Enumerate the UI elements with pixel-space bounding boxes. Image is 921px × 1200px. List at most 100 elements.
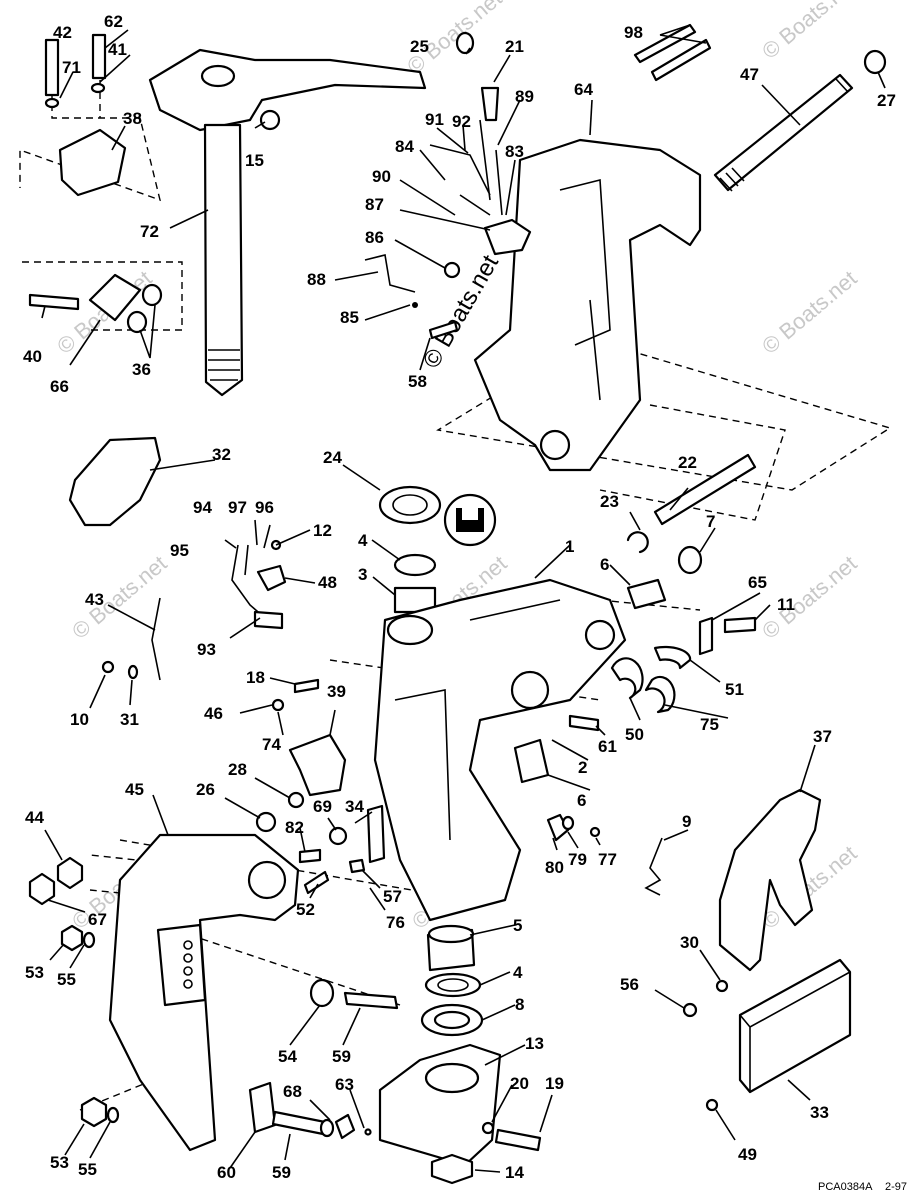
- part-label: 77: [598, 850, 617, 869]
- part-label: 68: [283, 1082, 302, 1101]
- screw: [412, 302, 418, 308]
- part-label: 61: [598, 737, 617, 756]
- bushing: [393, 553, 437, 577]
- watermark-text: © Boats.net: [67, 551, 171, 644]
- part-label: 50: [625, 725, 644, 744]
- washer: [141, 283, 163, 307]
- part-label: 55: [78, 1160, 97, 1179]
- part-label: 40: [23, 347, 42, 366]
- bolt: [28, 293, 80, 311]
- part-label: 89: [515, 87, 534, 106]
- housing-boss: [386, 614, 434, 646]
- part-label: 2: [578, 758, 587, 777]
- part-label: 10: [70, 710, 89, 729]
- dashed-outline: [22, 261, 183, 331]
- part-label: 74: [262, 735, 281, 754]
- steering-arm-assembly: [28, 33, 427, 397]
- part-label: 63: [335, 1075, 354, 1094]
- steering-arm: [148, 48, 427, 132]
- screw: [589, 826, 601, 838]
- part-label: 30: [680, 933, 699, 952]
- part-label: 88: [307, 270, 326, 289]
- dashed-outline: [599, 404, 786, 521]
- steering-tube: [203, 123, 244, 397]
- part-labels: 1 2 3 4 4 5 6 6 7 8 9 10 11 12 13 14 15 …: [23, 12, 896, 1182]
- bolt: [723, 616, 757, 634]
- washer: [127, 664, 139, 680]
- part-label: 66: [50, 377, 69, 396]
- bracket: [366, 804, 386, 864]
- part-label: 96: [255, 498, 274, 517]
- bushing-top: [427, 924, 475, 944]
- lever: [364, 254, 416, 293]
- tilt-switch: [483, 218, 532, 256]
- swivel-bracket: [473, 138, 702, 472]
- bracket-rib: [559, 178, 611, 401]
- part-label: 72: [140, 222, 159, 241]
- screw: [705, 1098, 719, 1112]
- grease-fitting: [480, 86, 500, 122]
- washer: [328, 826, 348, 846]
- part-label: 37: [813, 727, 832, 746]
- washer: [561, 815, 575, 831]
- part-label: 41: [108, 40, 127, 59]
- lower-mount: [378, 1043, 502, 1167]
- part-label: 33: [810, 1103, 829, 1122]
- part-label: 4: [513, 963, 523, 982]
- screw: [428, 320, 459, 340]
- lock-tab: [334, 1113, 356, 1140]
- part-label: 42: [53, 23, 72, 42]
- bushing: [513, 738, 550, 784]
- watermark-text: © Boats.net: [757, 266, 861, 359]
- washer: [126, 310, 148, 334]
- part-label: 21: [505, 37, 524, 56]
- bolt: [494, 1128, 542, 1152]
- part-label: 80: [545, 858, 564, 877]
- part-label: 84: [395, 137, 414, 156]
- washer: [44, 97, 60, 109]
- adjust-hole: [183, 940, 193, 950]
- part-label: 4: [358, 531, 368, 550]
- wire: [429, 119, 503, 216]
- part-label: 75: [700, 715, 719, 734]
- washer: [82, 931, 96, 949]
- thrust-washer: [424, 972, 482, 998]
- part-label: 43: [85, 590, 104, 609]
- part-label: 19: [545, 1074, 564, 1093]
- nut: [287, 791, 305, 809]
- part-label: 3: [358, 565, 367, 584]
- part-label: 32: [212, 445, 231, 464]
- part-label: 94: [193, 498, 212, 517]
- o-ring: [443, 261, 461, 279]
- pivot-boss: [539, 429, 571, 461]
- stern-bracket-left: [108, 833, 300, 1152]
- part-label: 76: [386, 913, 405, 932]
- lock-washer: [610, 657, 644, 700]
- clip: [348, 858, 366, 874]
- link-plate: [88, 273, 142, 322]
- bolt: [343, 991, 399, 1010]
- part-label: 34: [345, 797, 364, 816]
- part-label: 65: [748, 573, 767, 592]
- part-label: 60: [217, 1163, 236, 1182]
- part-label: 23: [600, 492, 619, 511]
- part-label: 69: [313, 797, 332, 816]
- thrust-washer-inner: [437, 978, 469, 992]
- part-label: 27: [877, 91, 896, 110]
- washer: [677, 545, 703, 575]
- nut: [56, 856, 84, 890]
- bolt: [271, 1110, 327, 1136]
- trim-cam: [288, 733, 347, 797]
- ring-clip: [626, 531, 649, 554]
- spring: [293, 678, 320, 694]
- dashed-outline: [436, 329, 892, 491]
- spring: [644, 837, 663, 896]
- nut: [28, 872, 56, 906]
- part-label: 56: [620, 975, 639, 994]
- steering-tube-splines: [208, 349, 240, 381]
- tilt-tube-thread: [719, 78, 849, 192]
- part-label: 36: [132, 360, 151, 379]
- part-label: 83: [505, 142, 524, 161]
- part-label: 25: [410, 37, 429, 56]
